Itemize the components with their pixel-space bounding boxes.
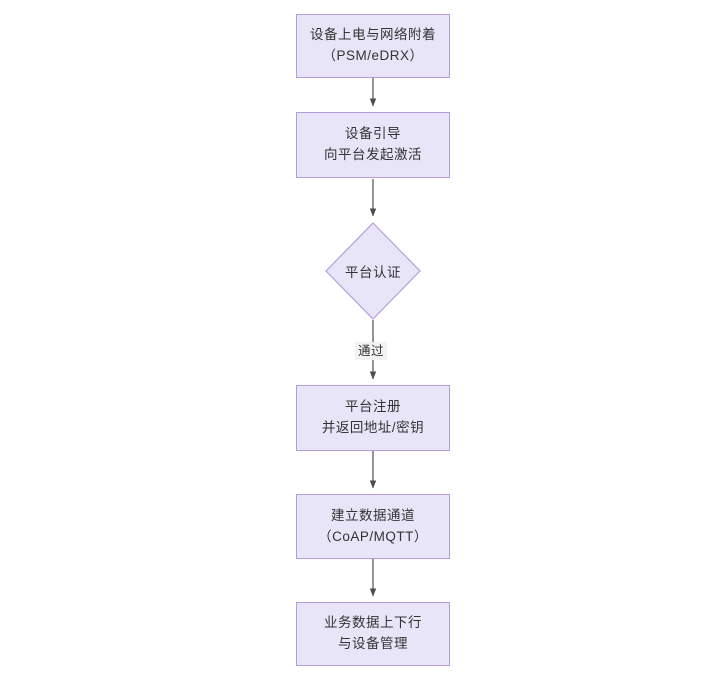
node-label-line1: 业务数据上下行 (324, 615, 422, 631)
node-label-line1: 建立数据通道 (331, 507, 415, 523)
node-label-line1: 平台注册 (345, 399, 401, 415)
flowchart-node-platform-register[interactable]: 平台注册 并返回地址/密钥 (296, 385, 450, 451)
flowchart-node-data-channel[interactable]: 建立数据通道 （CoAP/MQTT） (296, 494, 450, 559)
edge-label-pass: 通过 (355, 342, 388, 361)
node-label-line2: 向平台发起激活 (324, 147, 422, 162)
node-label-line2: （CoAP/MQTT） (318, 528, 428, 544)
node-label-line2: 与设备管理 (338, 636, 408, 651)
node-label-line1: 设备引导 (345, 126, 401, 142)
node-label-line1: 设备上电与网络附着 (310, 27, 436, 43)
node-label-line2: （PSM/eDRX） (322, 48, 424, 63)
diamond-shape-icon (325, 222, 421, 320)
flowchart-node-platform-auth[interactable]: 平台认证 (325, 222, 421, 320)
flowchart-node-device-poweron[interactable]: 设备上电与网络附着 （PSM/eDRX） (296, 14, 450, 78)
flowchart-node-business-data[interactable]: 业务数据上下行 与设备管理 (296, 602, 450, 666)
flowchart-node-device-bootstrap[interactable]: 设备引导 向平台发起激活 (296, 112, 450, 178)
node-label-line2: 并返回地址/密钥 (321, 420, 425, 435)
node-label-line1: 平台认证 (345, 265, 401, 280)
